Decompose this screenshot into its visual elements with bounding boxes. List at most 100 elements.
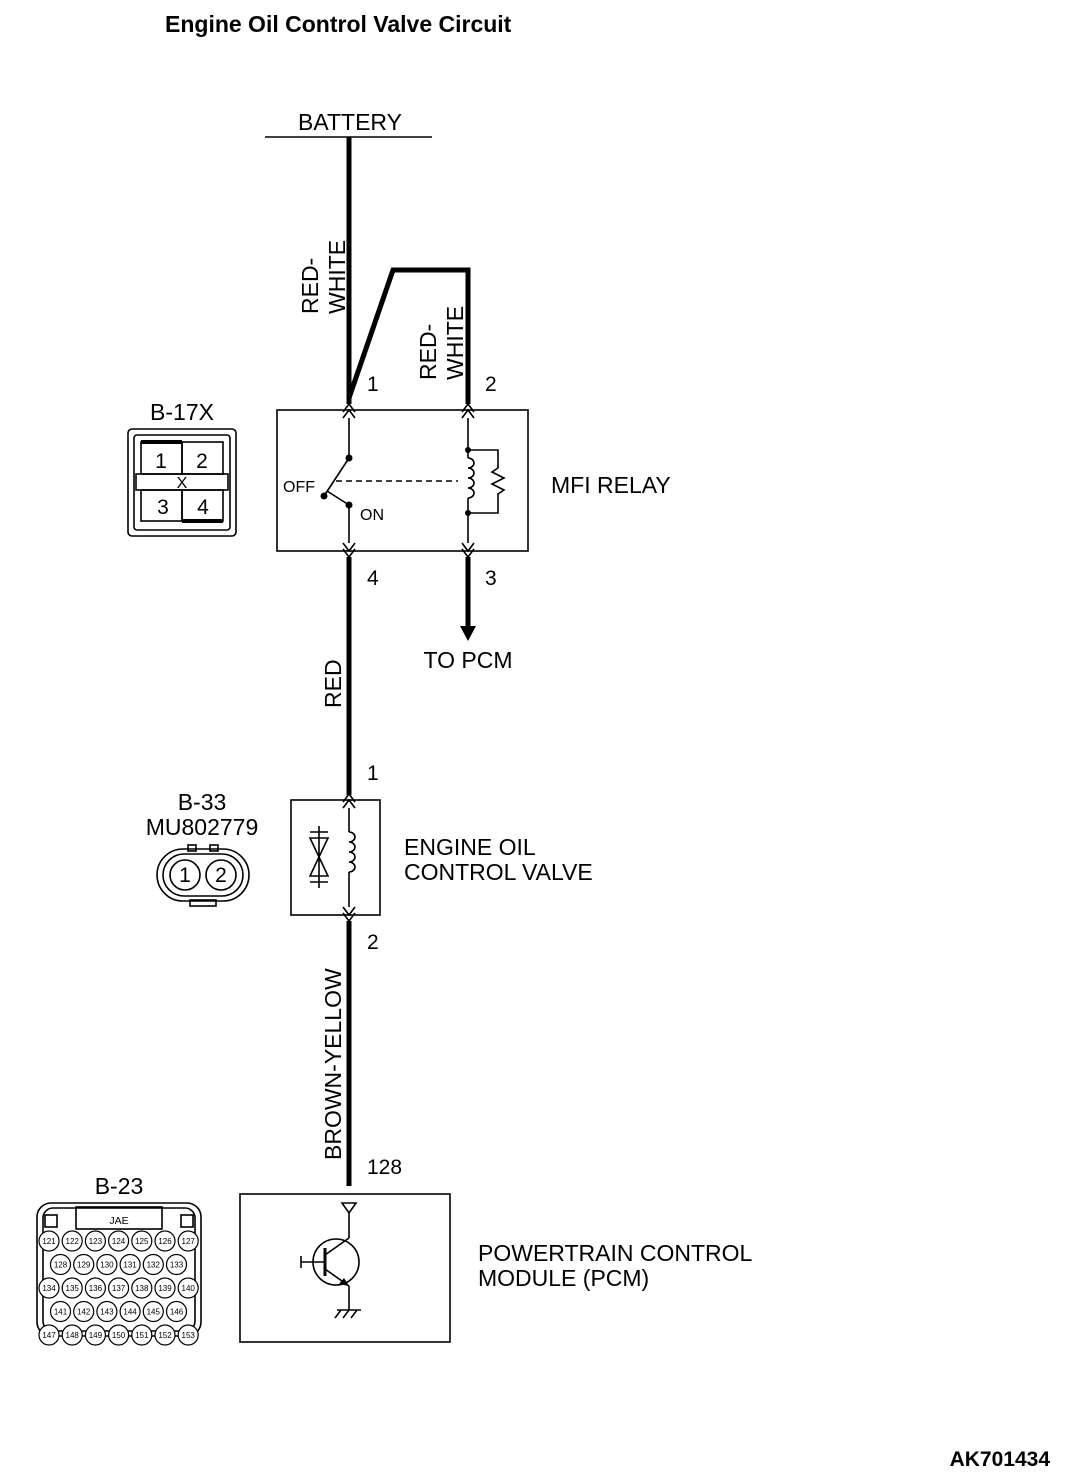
pcm-connector-pin-label: 136 bbox=[89, 1284, 103, 1293]
pcm-connector-pin bbox=[177, 1277, 199, 1299]
pcm-connector-pin bbox=[107, 1324, 130, 1346]
pcm-connector-pin-label: 121 bbox=[42, 1237, 56, 1246]
valve-name-line1: ENGINE OIL bbox=[404, 834, 536, 860]
pcm-connector-pin bbox=[177, 1230, 199, 1252]
pcm-connector-pin-label: 122 bbox=[66, 1237, 80, 1246]
pin-chevron bbox=[461, 408, 475, 419]
battery-label: BATTERY bbox=[298, 109, 402, 135]
valve-connector-inner bbox=[162, 853, 244, 897]
relay-pin-4: 4 bbox=[367, 567, 379, 590]
pcm-connector-pin-label: 125 bbox=[135, 1237, 149, 1246]
relay-switch-off-label: OFF bbox=[283, 479, 315, 496]
wire-color-red: RED bbox=[320, 659, 346, 708]
pcm-name-line2: MODULE (PCM) bbox=[478, 1265, 649, 1291]
pcm-connector-pin-label: 131 bbox=[123, 1261, 137, 1270]
wire-color-text-line2: WHITE bbox=[442, 306, 468, 380]
wire-color-text: RED bbox=[320, 659, 346, 708]
mfi-relay-box bbox=[276, 409, 529, 552]
transistor-collector bbox=[324, 1237, 350, 1256]
pcm-connector-pin bbox=[73, 1253, 95, 1276]
valve-symbol-triangle-icon bbox=[308, 837, 330, 859]
pcm-connector-pin bbox=[119, 1300, 141, 1323]
pcm-connector-pin bbox=[131, 1277, 153, 1299]
pin-chevron bbox=[342, 798, 356, 809]
relay-connector-cell-4: 4 bbox=[197, 496, 209, 519]
wire-color-text-line1: RED- bbox=[297, 258, 323, 314]
pcm-connector-pin bbox=[96, 1253, 118, 1276]
relay-switch-blade bbox=[323, 457, 350, 497]
wire-color-text: BROWN-YELLOW bbox=[320, 968, 346, 1160]
valve-symbol-triangle-icon bbox=[308, 855, 330, 877]
pcm-connector-pin-label: 148 bbox=[66, 1331, 80, 1340]
pcm-connector-pin-label: 137 bbox=[112, 1284, 126, 1293]
pcm-connector-pin-label: 151 bbox=[135, 1331, 149, 1340]
pcm-connector-pin-label: 145 bbox=[147, 1308, 161, 1317]
diagram-title: Engine Oil Control Valve Circuit bbox=[165, 11, 512, 37]
valve-name-line2: CONTROL VALVE bbox=[404, 859, 593, 885]
pcm-connector-pin-label: 134 bbox=[42, 1284, 56, 1293]
pcm-connector-pin bbox=[61, 1230, 83, 1252]
relay-switch-pivot-arm bbox=[326, 490, 350, 506]
to-pcm-label: TO PCM bbox=[423, 647, 512, 673]
wire-color-red-white-1: RED- WHITE bbox=[297, 240, 350, 314]
pcm-connector-pin bbox=[73, 1300, 95, 1323]
valve-connector-latch bbox=[187, 844, 197, 852]
pcm-connector-pin-label: 130 bbox=[100, 1261, 114, 1270]
pcm-connector-pin-label: 127 bbox=[182, 1237, 196, 1246]
pcm-connector-pin-label: 139 bbox=[158, 1284, 172, 1293]
valve-connector-outline bbox=[156, 848, 250, 902]
pcm-connector-pin bbox=[142, 1253, 164, 1276]
pcm-name-line1: POWERTRAIN CONTROL bbox=[478, 1240, 753, 1266]
wire-color-text-line1: RED- bbox=[415, 324, 441, 380]
pcm-connector-pin bbox=[61, 1277, 83, 1299]
relay-switch-on-label: ON bbox=[360, 507, 384, 524]
relay-connector-id: B-17X bbox=[150, 399, 214, 425]
relay-connector-cell-3: 3 bbox=[157, 496, 169, 519]
pcm-connector-pin bbox=[49, 1253, 72, 1276]
pcm-connector-pin-label: 140 bbox=[182, 1284, 196, 1293]
pcm-box bbox=[239, 1193, 451, 1343]
pcm-connector-pin bbox=[38, 1230, 60, 1252]
pcm-connector-pin bbox=[119, 1253, 141, 1276]
valve-connector-part-no: MU802779 bbox=[146, 814, 259, 840]
valve-connector-cell-1: 1 bbox=[179, 864, 191, 887]
valve-connector-latch bbox=[209, 844, 219, 852]
pcm-connector-pin-label: 129 bbox=[77, 1261, 91, 1270]
valve-connector-id: B-33 bbox=[178, 789, 227, 815]
relay-connector-cell-2: 2 bbox=[196, 450, 208, 473]
pcm-connector-pin-label: 123 bbox=[89, 1237, 103, 1246]
pcm-connector-pin bbox=[96, 1300, 118, 1323]
pcm-connector-pin-label: 138 bbox=[135, 1284, 149, 1293]
relay-pin-1: 1 bbox=[367, 373, 379, 396]
pcm-connector-pin bbox=[38, 1277, 60, 1299]
engine-oil-control-valve-box bbox=[290, 799, 381, 916]
pcm-connector-pin-label: 147 bbox=[42, 1331, 56, 1340]
valve-connector-cell bbox=[169, 859, 201, 891]
valve-connector-tab bbox=[189, 899, 217, 907]
transistor-emitter-arrow-icon bbox=[339, 1278, 349, 1286]
pcm-connector-latch bbox=[180, 1214, 194, 1228]
pcm-connector-id: B-23 bbox=[95, 1173, 144, 1199]
valve-connector-cell-2: 2 bbox=[215, 864, 227, 887]
pcm-connector-maker-plate bbox=[75, 1206, 163, 1230]
pcm-connector-pin bbox=[131, 1230, 153, 1252]
wire-color-text-line2: WHITE bbox=[324, 240, 350, 314]
pcm-connector-pin bbox=[154, 1230, 176, 1252]
figure-id: AK701434 bbox=[950, 1448, 1051, 1471]
pcm-connector-pin bbox=[165, 1300, 188, 1323]
arrow-down-icon bbox=[460, 626, 476, 641]
pin-chevron bbox=[342, 906, 356, 917]
pcm-connector-latch bbox=[44, 1214, 58, 1228]
pcm-connector-pin-label: 149 bbox=[89, 1331, 103, 1340]
pcm-connector-pin-label: 141 bbox=[54, 1308, 68, 1317]
pcm-connector-pin bbox=[49, 1300, 72, 1323]
relay-connector-cell bbox=[181, 489, 224, 522]
pcm-connector-pin-label: 135 bbox=[66, 1284, 80, 1293]
pcm-connector-maker: JAE bbox=[109, 1215, 128, 1227]
pcm-connector-pin bbox=[165, 1253, 188, 1276]
ground-hatch bbox=[350, 1309, 358, 1319]
pin-chevron bbox=[461, 542, 475, 553]
pcm-connector-pin-label: 144 bbox=[123, 1308, 137, 1317]
ground-hatch bbox=[334, 1309, 342, 1319]
